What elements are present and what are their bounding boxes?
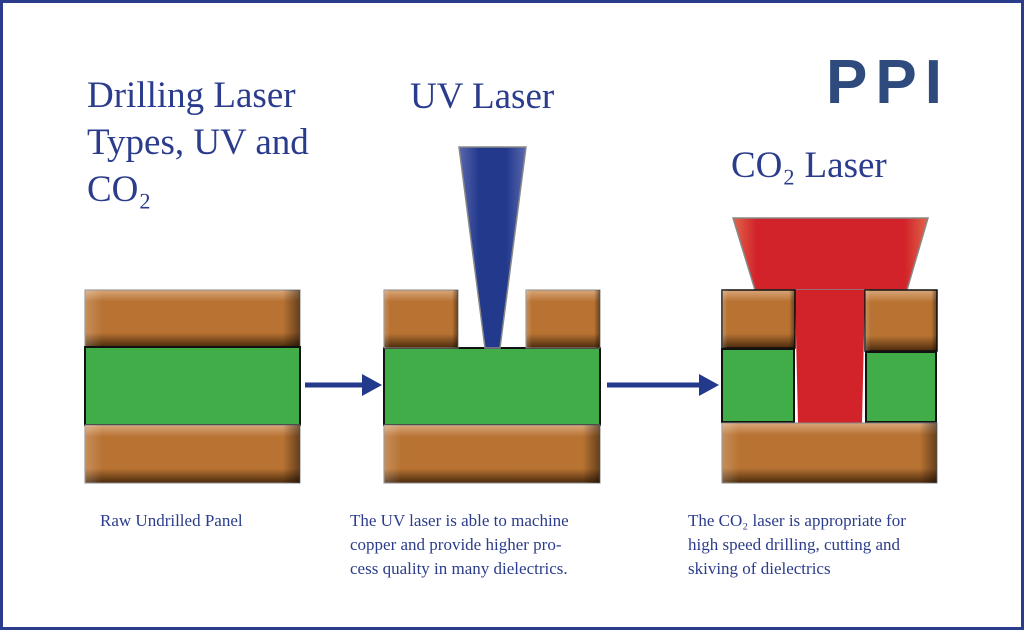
ppi-logo: PPI <box>826 48 950 117</box>
diagram-title: Drilling Laser Types, UV and CO₂ <box>87 75 318 210</box>
co2-panel <box>721 217 938 484</box>
uv-laser-label: UV Laser <box>410 76 554 117</box>
caption-uv: The UV laser is able to machine copper a… <box>350 511 573 578</box>
uv-panel <box>383 146 601 484</box>
arrow-2 <box>607 374 719 396</box>
raw-panel <box>84 289 301 484</box>
caption-co2: The CO₂ laser is appropriate for high sp… <box>688 511 910 578</box>
uv-beam <box>458 146 527 349</box>
caption-raw-panel: Raw Undrilled Panel <box>100 511 243 530</box>
dielectric-layer <box>383 347 601 426</box>
co2-laser-label: CO₂ Laser <box>731 145 887 186</box>
co2-beam-stem <box>795 290 865 423</box>
co2-beam-top <box>731 217 929 291</box>
arrow-1 <box>305 374 382 396</box>
dielectric-layer <box>84 346 301 426</box>
dielectric-right <box>865 351 937 423</box>
dielectric-left <box>721 348 795 423</box>
